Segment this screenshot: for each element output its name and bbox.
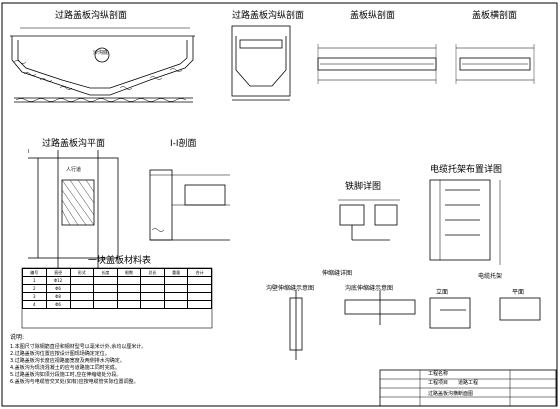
- table-cell: [69, 284, 95, 293]
- table-cell: [187, 292, 212, 301]
- title-material-table: 一块盖板材料表: [88, 256, 152, 266]
- header-cell: 形式: [69, 268, 95, 277]
- title-culvert-section: 过路盖板沟纵剖面: [55, 11, 128, 21]
- title-block-project-value: 道路工程: [458, 380, 479, 386]
- table-row: 4 Φ6: [22, 300, 212, 309]
- title-block-project-label: 工程名称: [428, 371, 449, 377]
- table-cell: [163, 284, 189, 293]
- note-line: 2.过路盖板沟位置应按设计图现场确定定位。: [10, 351, 110, 357]
- walkway-label: 人行道: [66, 167, 82, 173]
- cable-tray-plan-drawing: [499, 297, 541, 321]
- table-cell: [140, 292, 165, 301]
- section-1-1-drawing: [149, 169, 230, 241]
- header-cell: 重量: [163, 268, 189, 277]
- table-cell: [93, 276, 118, 285]
- note-line: 6.盖板沟与电缆管交叉处(如有)应按电缆管实际位置调整。: [10, 379, 139, 385]
- table-cell: [140, 300, 165, 309]
- cable-tray-elevation-drawing: [429, 297, 471, 329]
- bottom-joint-drawing: [344, 290, 416, 325]
- title-trench-joint: 沟壁伸缩缝示意图: [266, 285, 315, 292]
- table-cell: [69, 292, 95, 301]
- culvert-section-drawing: [10, 27, 195, 103]
- table-row: 2 Φ6: [22, 284, 212, 293]
- title-block-drawing-name: 过路盖板沟横断面图: [428, 391, 474, 397]
- material-table: 编号 直径 形式 长度 根数 总长 重量 合计 1 Φ12 2 Φ6 3 Φ8 …: [22, 268, 212, 309]
- title-block-frame: [379, 369, 557, 407]
- table-cell: [93, 284, 118, 293]
- title-cable-tray: 电缆托架: [478, 273, 503, 280]
- table-cell: [116, 284, 142, 293]
- table-cell: 4: [22, 300, 47, 309]
- table-cell: 2: [22, 284, 47, 293]
- culvert-section-2-drawing: [231, 25, 291, 101]
- title-iron-fitting: 铁脚详图: [345, 182, 382, 192]
- table-cell: [116, 292, 142, 301]
- table-cell: [116, 276, 142, 285]
- title-plan: 平面: [512, 289, 525, 296]
- cable-tray-layout-drawing: [429, 179, 501, 265]
- table-cell: Φ6: [45, 300, 71, 309]
- notes-title: 说明:: [10, 334, 25, 341]
- culvert-plan-drawing: [28, 150, 119, 268]
- table-cell: [140, 284, 165, 293]
- table-cell: [93, 300, 118, 309]
- slab-transverse-drawing: [455, 44, 535, 84]
- table-cell: Φ8: [45, 292, 71, 301]
- note-line: 4.盖板沟为现浇混凝土的应与道路施工同时完成。: [10, 365, 120, 371]
- header-cell: 根数: [116, 268, 142, 277]
- header-cell: 总长: [140, 268, 165, 277]
- table-cell: [93, 292, 118, 301]
- iron-fitting-drawing: [338, 199, 400, 241]
- title-culvert-plan: 过路盖板沟平面: [42, 139, 106, 149]
- table-cell: 1: [22, 276, 47, 285]
- table-row: 1 Φ12: [22, 276, 212, 285]
- title-cable-tray-layout: 电缆托架布置详图: [430, 165, 503, 175]
- title-expansion-joint: 伸缩缝详图: [322, 270, 353, 277]
- header-cell: 编号: [22, 268, 47, 277]
- note-line: 1.本图尺寸除钢筋直径和钢材型号以毫米计外,余均以厘米计。: [10, 344, 147, 350]
- title-section-1-1: I-I剖面: [170, 139, 197, 149]
- table-cell: [163, 300, 189, 309]
- header-cell: 长度: [93, 268, 118, 277]
- title-culvert-section-2: 过路盖板沟纵剖面: [232, 11, 305, 21]
- slab-longitudinal-drawing: [317, 44, 437, 84]
- table-cell: [69, 276, 95, 285]
- title-block-project-type: 工程项目: [428, 380, 449, 386]
- table-cell: [69, 300, 95, 309]
- title-slab-longitudinal: 盖板纵剖面: [350, 11, 396, 21]
- ditch-label: 沙沟底: [93, 50, 109, 56]
- header-cell: 直径: [45, 268, 71, 277]
- note-line: 5.过路盖板沟如须分段施工时,应在伸缩缝处分段。: [10, 372, 122, 378]
- material-table-header: 编号 直径 形式 长度 根数 总长 重量 合计: [22, 268, 212, 277]
- table-cell: Φ12: [45, 276, 71, 285]
- table-cell: Φ6: [45, 284, 71, 293]
- trench-joint-drawing: [289, 290, 303, 360]
- table-cell: [163, 276, 189, 285]
- table-cell: [187, 284, 212, 293]
- note-line: 3.过路盖板沟长度应视路面宽度及两侧排水沟确定。: [10, 358, 125, 364]
- table-row: 3 Φ8: [22, 292, 212, 301]
- table-cell: 3: [22, 292, 47, 301]
- title-slab-transverse: 盖板横剖面: [472, 11, 518, 21]
- table-cell: [187, 300, 212, 309]
- title-bottom-joint: 沟底伸缩缝示意图: [345, 285, 394, 292]
- table-cell: [140, 276, 165, 285]
- table-cell: [116, 300, 142, 309]
- table-cell: [163, 292, 189, 301]
- header-cell: 合计: [187, 268, 212, 277]
- title-elevation: 立面: [436, 289, 449, 296]
- section-mark: I: [28, 149, 30, 155]
- table-cell: [187, 276, 212, 285]
